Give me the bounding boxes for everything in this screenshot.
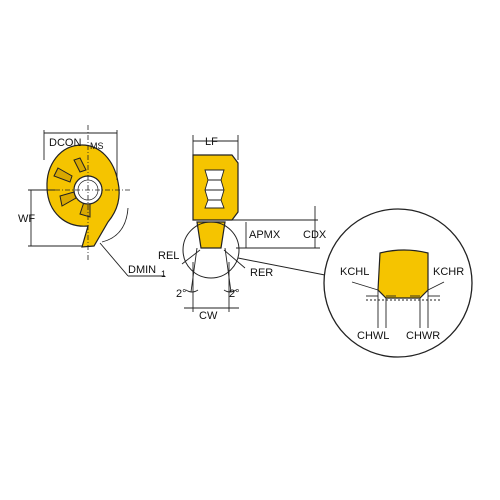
label-dcon: DCON [49, 137, 81, 149]
label-apmx: APMX [249, 229, 281, 241]
label-chwl: CHWL [357, 330, 389, 342]
label-rel: REL [158, 250, 179, 262]
label-angle-right: 2° [229, 288, 240, 300]
angle-left-arc [185, 289, 199, 293]
detail-view [323, 208, 473, 358]
label-cw: CW [199, 310, 218, 322]
label-lf: LF [205, 136, 218, 148]
dmin-arc [101, 207, 129, 243]
side-hole-section [204, 169, 225, 209]
angle-right-line [224, 247, 232, 293]
label-dmin: DMIN [128, 264, 156, 276]
label-cdx: CDX [303, 229, 327, 241]
flute-4 [73, 157, 87, 173]
kchl-leader [351, 281, 379, 291]
rel-leader [181, 249, 201, 265]
label-dmin-sub: 1 [161, 269, 166, 279]
side-view [181, 135, 331, 312]
label-kchr: KCHR [433, 266, 464, 278]
flute-1 [53, 167, 73, 183]
kchr-leader [427, 281, 445, 291]
label-angle-left: 2° [176, 288, 187, 300]
front-view [28, 125, 165, 277]
rer-leader [223, 249, 246, 269]
angle-right-arc [223, 289, 237, 293]
angle-left-line [190, 247, 198, 293]
label-wf: WF [18, 213, 35, 225]
label-chwr: CHWR [406, 330, 440, 342]
label-dcon-sub: MS [90, 141, 104, 151]
label-rer: RER [250, 267, 273, 279]
dmin-leader [99, 242, 129, 277]
label-kchl: KCHL [340, 266, 369, 278]
side-cutting-tip [196, 221, 226, 249]
detail-marker-circle [182, 221, 240, 279]
detail-connector [237, 257, 331, 277]
detail-insert-tip [377, 249, 429, 299]
